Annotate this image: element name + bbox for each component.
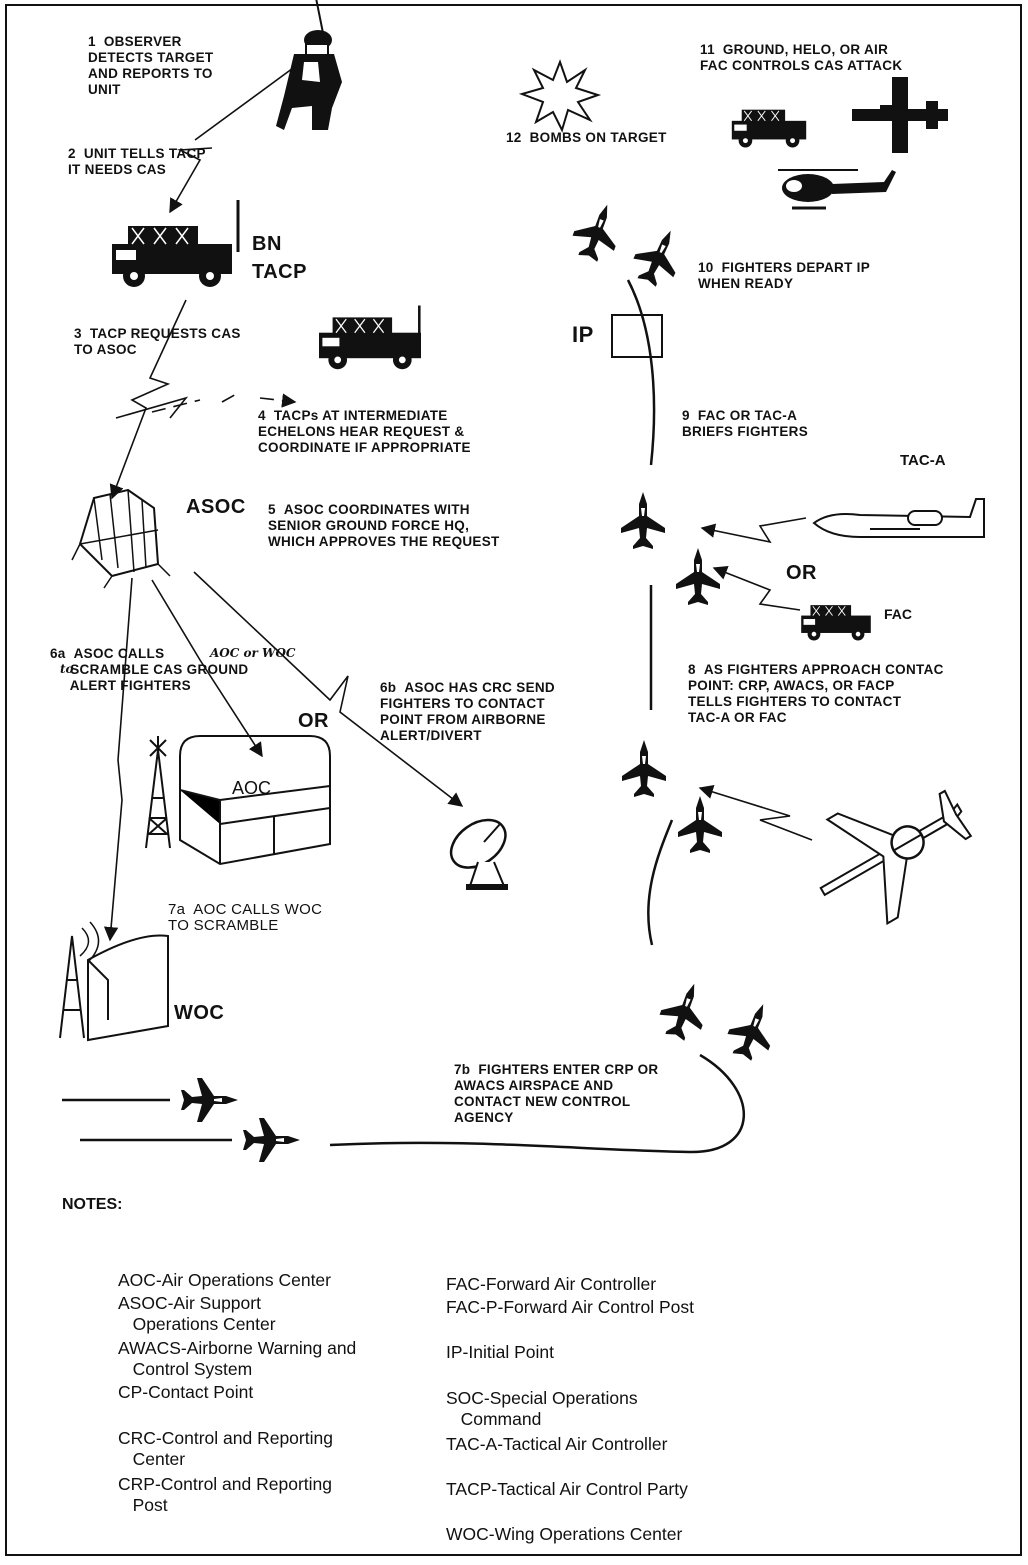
- note-soc: SOC-Special Operations Command: [446, 1388, 638, 1429]
- attack-aircraft-icon: [812, 498, 985, 538]
- aoc-building-icon: [179, 735, 331, 866]
- note-awacs: AWACS-Airborne Warning and Control Syste…: [118, 1338, 357, 1379]
- note-cp: CP-Contact Point: [118, 1382, 254, 1402]
- note-crc: CRC-Control and Reporting Center: [118, 1428, 333, 1469]
- aoc-label: AOC: [232, 778, 272, 798]
- ip-label: IP: [572, 322, 594, 347]
- fighter-jet-icon: [721, 995, 784, 1066]
- note-tacp: TACP-Tactical Air Control Party: [446, 1479, 688, 1499]
- ip-box: [611, 314, 663, 358]
- note-fac-p: FAC-P-Forward Air Control Post: [446, 1297, 694, 1317]
- flow-arrows: [103, 59, 813, 942]
- soldier-icon: [276, 0, 342, 130]
- humvee-icon: [731, 109, 807, 148]
- flight-path: [62, 279, 746, 1154]
- fighter-jet-icon: [626, 221, 691, 292]
- awacs-icon: [819, 789, 973, 926]
- or-label: OR: [786, 562, 817, 584]
- note-fac: FAC-Forward Air Controller: [446, 1274, 657, 1294]
- fighter-jet-icon: [654, 976, 715, 1045]
- humvee-icon: [318, 305, 422, 370]
- note-tac-a: TAC-A-Tactical Air Controller: [446, 1434, 668, 1454]
- fighter-jet-icon: [243, 1118, 300, 1162]
- handwritten-to: to: [60, 662, 74, 676]
- bn-tacp-label: BN TACP: [252, 233, 307, 283]
- or-label: OR: [298, 710, 329, 732]
- humvee-icon: [800, 604, 872, 641]
- fighter-jet-icon: [621, 492, 665, 549]
- woc-building-icon: [59, 921, 169, 1042]
- note-asoc: ASOC-Air Support Operations Center: [118, 1293, 276, 1334]
- note-ip: IP-Initial Point: [446, 1342, 554, 1362]
- tent-icon: [71, 488, 171, 589]
- explosion-icon: [518, 59, 602, 133]
- handwritten-aoc-or-woc: AOC or WOC: [210, 646, 296, 660]
- asoc-label: ASOC: [186, 496, 246, 518]
- helicopter-icon: [778, 169, 896, 210]
- tac-a-label: TAC-A: [900, 452, 946, 469]
- notes-heading: NOTES:: [62, 1196, 123, 1213]
- radio-tower-icon: [145, 736, 171, 849]
- fac-label: FAC: [884, 606, 912, 622]
- fighter-jet-icon: [678, 796, 722, 853]
- fighter-jet-icon: [676, 548, 720, 605]
- woc-label: WOC: [174, 1002, 225, 1024]
- fighter-jet-icon: [622, 740, 666, 797]
- note-woc: WOC-Wing Operations Center: [446, 1524, 683, 1544]
- note-crp: CRP-Control and Reporting Post: [118, 1474, 332, 1515]
- humvee-icon: [111, 200, 240, 288]
- radar-dish-icon: [449, 818, 508, 890]
- fighter-jet-icon: [181, 1078, 238, 1122]
- fighter-jet-icon: [567, 197, 628, 266]
- attack-aircraft-icon: [852, 77, 948, 153]
- note-aoc: AOC-Air Operations Center: [118, 1270, 331, 1290]
